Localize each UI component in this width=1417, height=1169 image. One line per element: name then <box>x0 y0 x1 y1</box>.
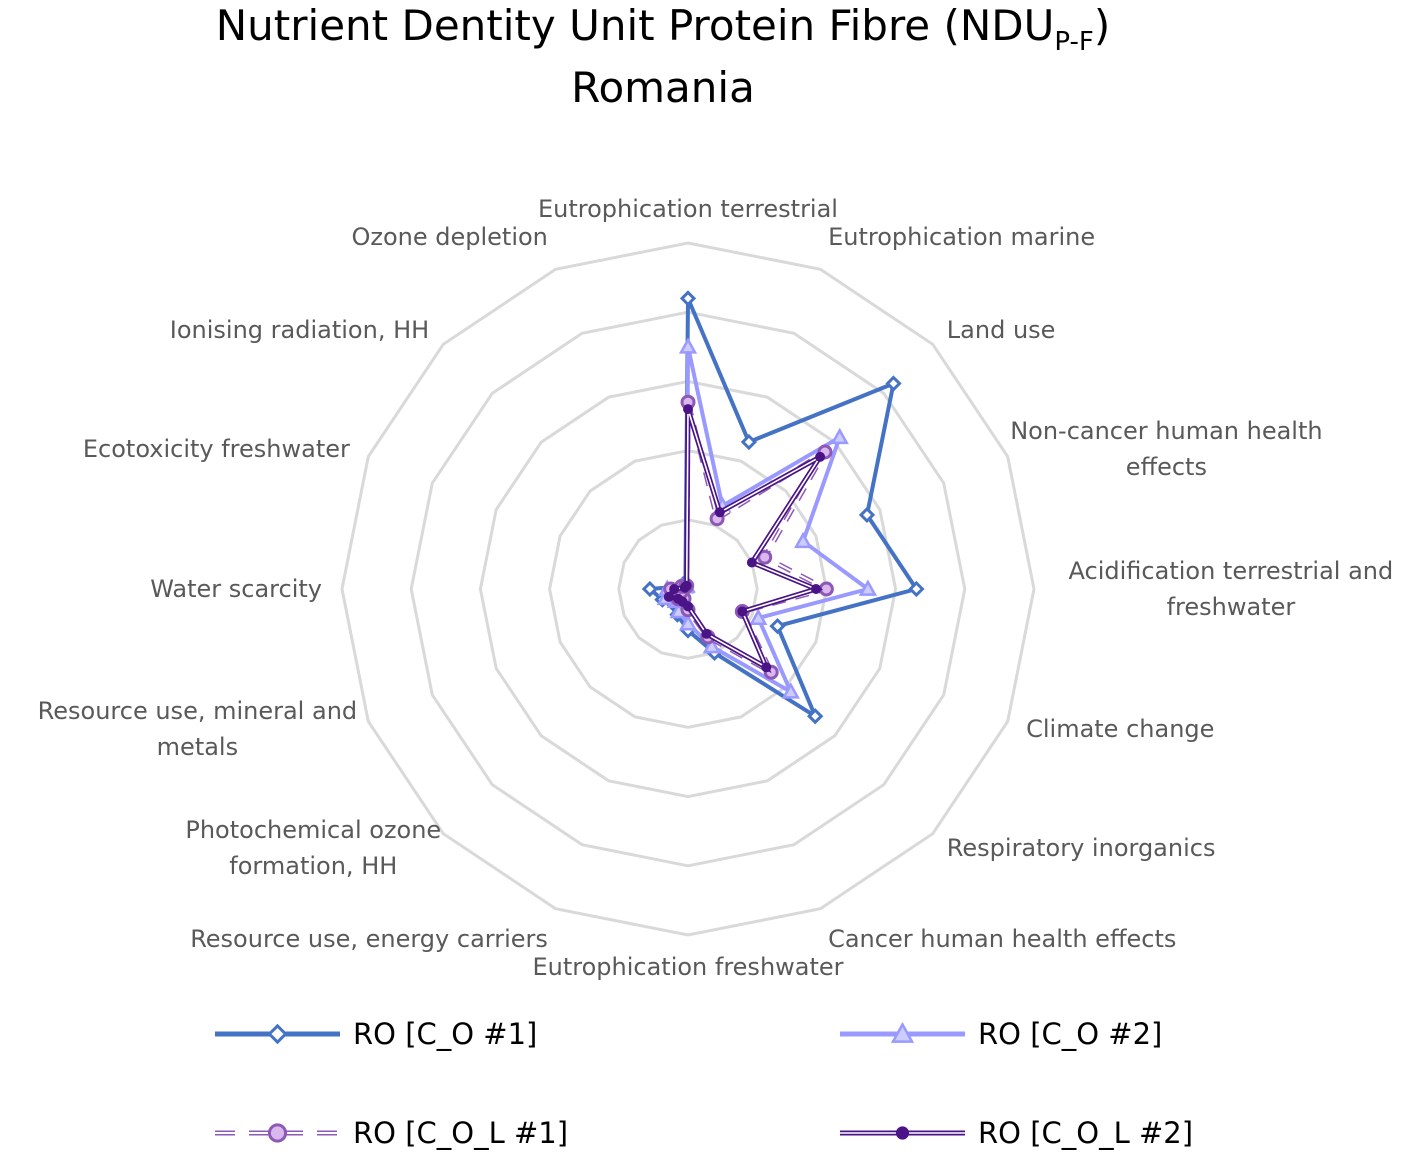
data-point <box>663 591 674 602</box>
legend-marker <box>890 1021 915 1043</box>
data-point <box>679 290 697 307</box>
data-point <box>761 662 772 673</box>
data-point <box>681 580 692 591</box>
legend-marker <box>267 1023 288 1045</box>
category-label: Eutrophication freshwater <box>532 953 843 981</box>
category-label: Respiratory inorganics <box>947 834 1216 862</box>
data-point <box>702 636 721 654</box>
data-point <box>737 606 748 617</box>
category-label: Land use <box>947 316 1056 344</box>
data-point <box>830 427 849 445</box>
legend-label: RO [C_O_L #2] <box>978 1116 1193 1150</box>
data-point <box>740 433 758 451</box>
legend-item: RO [C_O #2] <box>840 1017 1162 1051</box>
data-point <box>815 451 826 462</box>
data-point <box>885 375 902 392</box>
data-point <box>669 584 680 594</box>
chart-title-close: ) <box>1094 1 1110 50</box>
legend-label: RO [C_O #1] <box>353 1017 537 1051</box>
legend: RO [C_O #1] RO [C_O #2] RO [C_O_L #1] RO [C… <box>215 1017 1193 1150</box>
data-point <box>769 617 786 635</box>
chart-title-line1: Nutrient Dentity Unit Protein Fibre (NDU <box>216 1 1055 50</box>
data-point <box>793 531 813 549</box>
chart-title: Nutrient Dentity Unit Protein Fibre (NDU… <box>216 1 1110 112</box>
series-2 <box>656 337 878 699</box>
category-label: Ozone depletion <box>351 223 547 251</box>
data-point <box>781 682 800 699</box>
legend-label: RO [C_O #2] <box>978 1017 1162 1051</box>
grid-ring <box>478 379 898 799</box>
legend-item: RO [C_O #1] <box>215 1017 537 1051</box>
category-label: Water scarcity <box>150 575 322 603</box>
data-point <box>746 557 757 568</box>
chart-subtitle: Romania <box>571 63 755 112</box>
series-layer <box>641 290 925 725</box>
legend-item: RO [C_O_L #1] <box>215 1116 568 1150</box>
data-point <box>858 506 876 524</box>
data-point <box>749 608 768 625</box>
radar-grid <box>340 241 1036 937</box>
svg-text:Nutrient Dentity Unit Protein: Nutrient Dentity Unit Protein Fibre (NDU… <box>216 1 1110 57</box>
chart-title-subscript: P-F <box>1054 27 1093 57</box>
grid-ring <box>409 310 967 868</box>
category-label: Cancer human health effects <box>828 925 1176 953</box>
data-point <box>701 628 712 639</box>
data-point <box>683 404 693 415</box>
category-label: Ecotoxicity freshwater <box>83 435 350 463</box>
category-label: Eutrophication marine <box>828 223 1095 251</box>
category-label: Climate change <box>1026 715 1214 743</box>
legend-marker <box>267 1123 288 1143</box>
data-point <box>811 584 821 594</box>
legend-item: RO [C_O_L #2] <box>840 1116 1193 1150</box>
data-point <box>678 337 698 354</box>
data-point <box>858 579 878 596</box>
grid-ring <box>340 241 1036 937</box>
data-point <box>678 614 698 631</box>
data-point <box>908 580 925 598</box>
data-point <box>757 549 773 565</box>
data-point <box>641 580 659 598</box>
data-point <box>714 507 725 518</box>
category-labels: Eutrophication terrestrialEutrophication… <box>38 195 1394 981</box>
category-label: Resource use, energy carriers <box>190 925 548 953</box>
category-label: Eutrophication terrestrial <box>538 195 838 223</box>
category-label: Ionising radiation, HH <box>170 316 429 344</box>
data-point <box>807 708 824 725</box>
grid-ring <box>548 449 828 729</box>
series-4 <box>663 404 826 674</box>
legend-label: RO [C_O_L #1] <box>353 1116 568 1150</box>
data-point <box>673 593 684 604</box>
legend-marker <box>895 1126 910 1140</box>
grid-ring <box>617 518 759 660</box>
